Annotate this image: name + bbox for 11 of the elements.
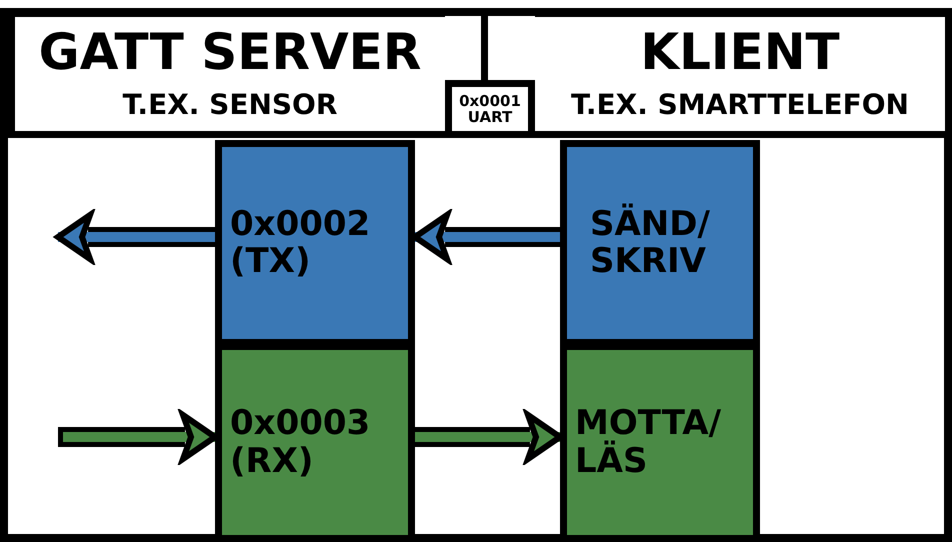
- service-label: 0x0001 UART: [458, 92, 522, 126]
- heading-text: GATT SERVER: [38, 25, 422, 80]
- box-label: 0x0002 (TX): [230, 206, 372, 280]
- subheading-text: T.EX. SENSOR: [122, 90, 338, 121]
- subheading-text: T.EX. SMARTTELEFON: [571, 90, 909, 121]
- characteristic-box: [215, 140, 415, 346]
- box-label: 0x0003 (RX): [230, 405, 372, 480]
- box-label: MOTTA/ LÄS: [575, 405, 722, 480]
- action-box: [560, 140, 760, 346]
- box-label: SÄND/ SKRIV: [590, 206, 711, 280]
- heading-text: KLIENT: [640, 25, 840, 80]
